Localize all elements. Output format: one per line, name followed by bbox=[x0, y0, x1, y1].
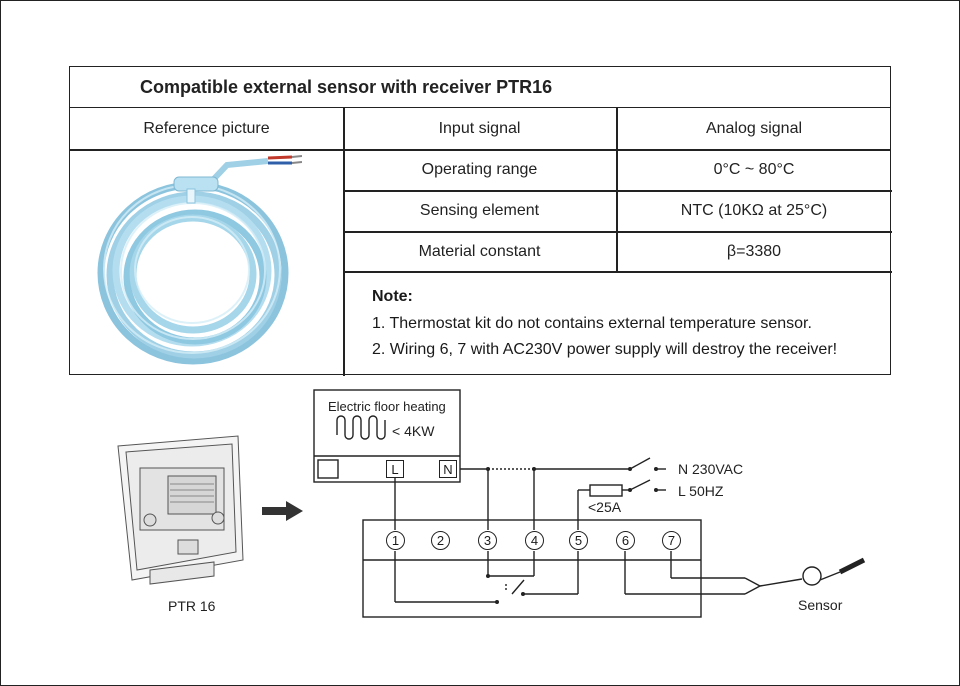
terminal-6: 6 bbox=[616, 531, 635, 550]
spec-table: Compatible external sensor with receiver… bbox=[69, 66, 892, 376]
header-analog-signal: Analog signal bbox=[705, 119, 803, 137]
row-value-sensing-element: NTC (10KΩ at 25°C) bbox=[680, 201, 828, 219]
row-divider-3 bbox=[343, 231, 892, 233]
terminal-2: 2 bbox=[431, 531, 450, 550]
terminal-5: 5 bbox=[569, 531, 588, 550]
wiring-diagram: Electric floor heating < 4KW L N N 230VA… bbox=[0, 380, 960, 686]
arrow-right-icon bbox=[262, 501, 303, 521]
row-label-sensing-element: Sensing element bbox=[419, 201, 540, 219]
col-divider-1 bbox=[343, 108, 345, 376]
device-label: PTR 16 bbox=[168, 598, 216, 614]
sensor-cable-picture bbox=[97, 155, 302, 365]
table-title: Compatible external sensor with receiver… bbox=[70, 67, 890, 108]
fuse-icon bbox=[589, 484, 623, 497]
note-line-1: 1. Thermostat kit do not contains extern… bbox=[372, 315, 812, 332]
heater-power: < 4KW bbox=[392, 423, 435, 439]
heater-terminal-l: L bbox=[386, 460, 404, 478]
heater-terminal-n: N bbox=[439, 460, 457, 478]
row-divider-1 bbox=[70, 149, 890, 151]
row-label-material-constant: Material constant bbox=[418, 242, 541, 260]
header-input-signal: Input signal bbox=[438, 119, 521, 137]
sensor-probe-icon bbox=[838, 557, 866, 575]
row-value-operating-range: 0°C ~ 80°C bbox=[713, 160, 795, 178]
row-divider-4 bbox=[343, 271, 892, 273]
receiver-box bbox=[362, 519, 702, 618]
supply-n-label: N 230VAC bbox=[678, 461, 744, 477]
header-reference-picture: Reference picture bbox=[143, 119, 270, 137]
sensor-label: Sensor bbox=[798, 597, 843, 613]
note-block: Note: 1. Thermostat kit do not contains … bbox=[344, 272, 892, 376]
terminal-4: 4 bbox=[525, 531, 544, 550]
heater-box bbox=[313, 389, 461, 483]
wiring-lines bbox=[117, 389, 866, 618]
heating-coil-icon bbox=[336, 415, 386, 440]
supply-l-label: L 50HZ bbox=[678, 483, 724, 499]
note-line-2: 2. Wiring 6, 7 with AC230V power supply … bbox=[372, 341, 838, 358]
row-divider-2 bbox=[343, 190, 892, 192]
terminal-7: 7 bbox=[662, 531, 681, 550]
ptr16-device-icon bbox=[117, 435, 244, 585]
row-label-operating-range: Operating range bbox=[421, 160, 538, 178]
terminal-3: 3 bbox=[478, 531, 497, 550]
row-value-material-constant: β=3380 bbox=[726, 242, 782, 260]
terminal-1: 1 bbox=[386, 531, 405, 550]
note-title: Note: bbox=[372, 288, 413, 305]
sensor-coil-icon bbox=[802, 566, 822, 586]
heater-title: Electric floor heating bbox=[328, 399, 446, 414]
fuse-label: <25A bbox=[588, 499, 622, 515]
